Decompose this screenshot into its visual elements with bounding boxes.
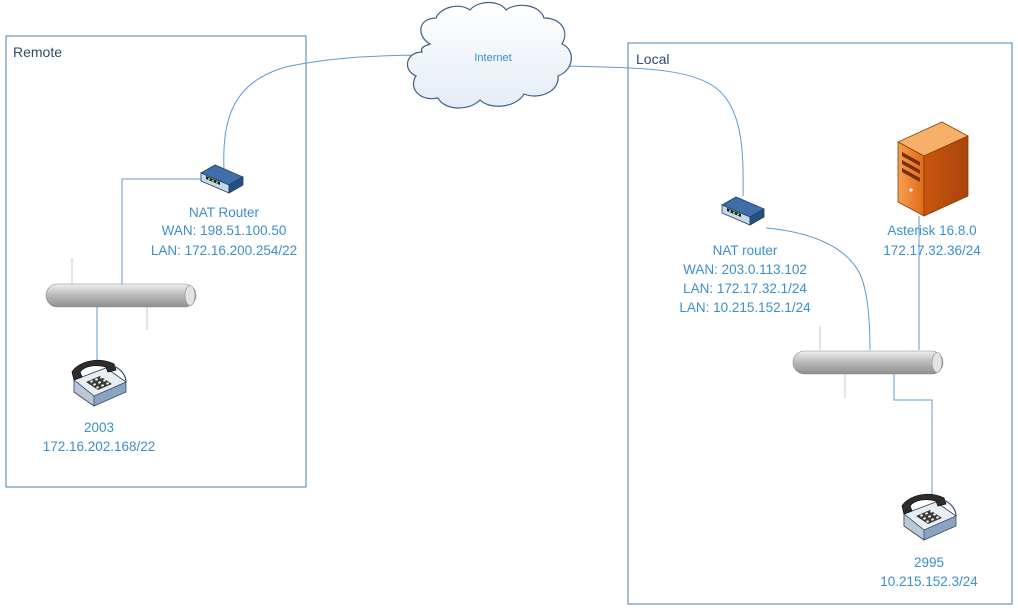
asterisk-server-name: Asterisk 16.8.0 bbox=[887, 223, 976, 238]
internet-cloud bbox=[406, 1, 572, 109]
local-nat-router-icon bbox=[721, 196, 765, 226]
local-lan-bus bbox=[792, 350, 944, 375]
local-router-name: NAT router bbox=[713, 243, 778, 258]
local-router-wan: WAN: 203.0.113.102 bbox=[683, 262, 807, 277]
asterisk-server-ip: 172.17.32.36/24 bbox=[883, 243, 981, 258]
local-phone-icon bbox=[901, 493, 957, 541]
local-zone bbox=[627, 42, 1013, 605]
remote-router-lan: LAN: 172.16.200.254/22 bbox=[151, 243, 297, 258]
local-phone-link bbox=[893, 374, 933, 496]
remote-lan-bus bbox=[45, 283, 197, 308]
local-router-lan-1: LAN: 172.17.32.1/24 bbox=[683, 281, 807, 296]
local-phone-extension: 2995 bbox=[914, 555, 944, 570]
remote-phone-extension: 2003 bbox=[84, 420, 114, 435]
remote-zone-title: Remote bbox=[13, 44, 62, 60]
asterisk-server-icon bbox=[897, 121, 969, 217]
remote-phone-icon bbox=[71, 359, 127, 407]
local-zone-title: Local bbox=[636, 51, 669, 67]
remote-router-name: NAT Router bbox=[189, 205, 260, 220]
remote-nat-router-icon bbox=[200, 164, 244, 194]
remote-router-bus-link bbox=[121, 178, 202, 285]
remote-router-wan: WAN: 198.51.100.50 bbox=[162, 223, 287, 238]
remote-zone bbox=[5, 35, 307, 488]
local-phone-ip: 10.215.152.3/24 bbox=[880, 574, 978, 589]
remote-phone-ip: 172.16.202.168/22 bbox=[43, 439, 156, 454]
remote-router-internet-link bbox=[223, 54, 417, 171]
local-router-internet-link bbox=[567, 65, 744, 197]
internet-label: Internet bbox=[474, 52, 511, 64]
local-router-lan-2: LAN: 10.215.152.1/24 bbox=[679, 300, 811, 315]
local-router-bus-link bbox=[765, 227, 871, 351]
